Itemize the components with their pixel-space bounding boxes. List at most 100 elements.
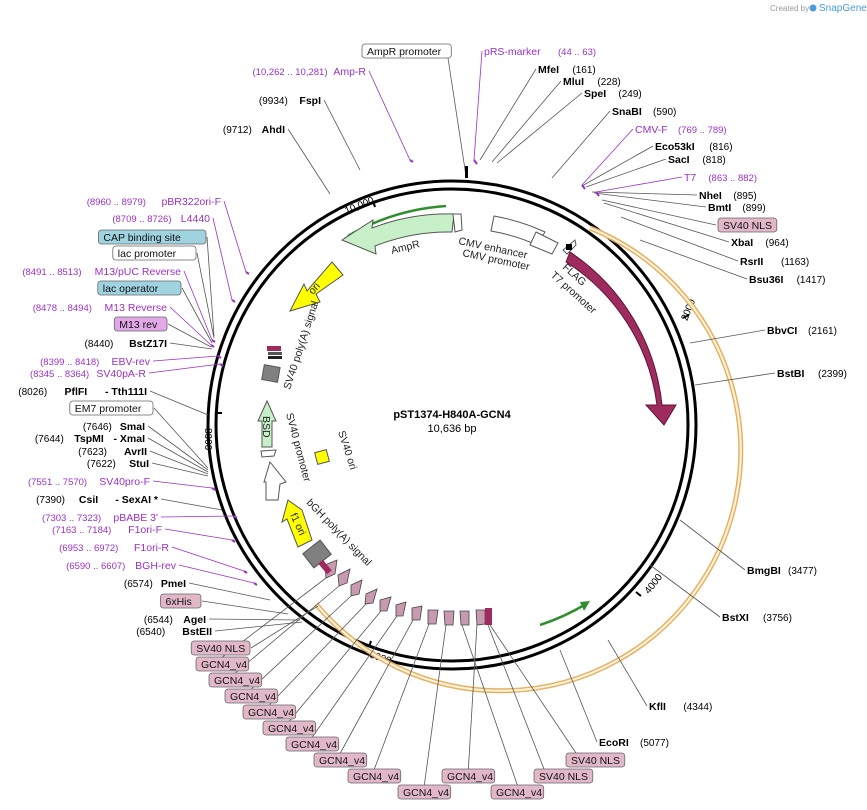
sv40-promoter-shape[interactable] xyxy=(263,460,287,501)
leader-line xyxy=(373,623,430,770)
gcn4-box-text: GCN4_v4 xyxy=(496,787,542,799)
leader-line xyxy=(479,68,537,161)
primer-label: T7 xyxy=(684,172,696,184)
feature-box-27[interactable]: 6xHis xyxy=(160,593,202,609)
leader-line xyxy=(149,450,209,475)
enzyme-label-spei: SpeI xyxy=(584,88,606,100)
gcn4-box[interactable]: GCN4_v4 xyxy=(208,672,263,688)
gcn4-box[interactable]: GCN4_v4 xyxy=(242,704,297,720)
cmv-promoter-shape[interactable] xyxy=(529,231,559,255)
feature-box-30-text: SV40 NLS xyxy=(196,643,245,655)
sv40-polya-shape[interactable] xyxy=(261,364,281,383)
leader-line xyxy=(585,158,667,188)
gcn4-box[interactable]: GCN4_v4 xyxy=(285,736,340,752)
primer-position: (7163 .. 7184) xyxy=(52,525,111,536)
enzyme-label-rsrii: RsrII xyxy=(740,256,763,268)
tick-label-4000: 4000 xyxy=(643,572,666,597)
feature-box-10[interactable]: M13 rev xyxy=(113,316,168,332)
enzyme-position: (3477) xyxy=(788,566,817,577)
enzyme-label-csii: CsiI xyxy=(79,494,98,506)
feature-box-30[interactable]: SV40 NLS xyxy=(190,640,251,656)
bottom-labels: GCN4_v4GCN4_v4GCN4_v4GCN4_v4GCN4_v4GCN4_… xyxy=(195,656,626,800)
enzyme-position: (2161) xyxy=(808,326,837,337)
leader-line xyxy=(269,603,367,706)
ampr-arrow[interactable] xyxy=(340,213,455,255)
sv40-ori-shape[interactable] xyxy=(314,449,330,465)
gcn4-box[interactable]: GCN4_v4 xyxy=(262,720,317,736)
sv40-nls-mark-left xyxy=(318,559,332,575)
leader-line xyxy=(212,217,233,301)
leader-line xyxy=(496,92,583,164)
gcn4-box[interactable]: GCN4_v4 xyxy=(224,688,279,704)
leader-line xyxy=(151,462,209,477)
feature-box-6[interactable]: lac promoter xyxy=(112,245,197,261)
leader-line xyxy=(160,498,223,511)
feature-box-6-text: lac promoter xyxy=(118,248,177,260)
leader-line xyxy=(153,407,209,469)
enzyme-position: (590) xyxy=(653,107,676,118)
leader-line xyxy=(188,582,271,601)
gcn4-box[interactable]: GCN4_v4 xyxy=(195,656,250,672)
gcn4-box[interactable]: GCN4_v4 xyxy=(490,784,545,800)
feature-box-8-text: lac operator xyxy=(103,283,159,295)
snapgene-logo-icon xyxy=(809,4,817,12)
leader-line xyxy=(169,342,213,350)
leader-line xyxy=(447,57,467,177)
gcn4-box[interactable]: GCN4_v4 xyxy=(441,768,496,784)
enzyme-label-agei: AgeI xyxy=(183,614,206,626)
leader-line xyxy=(164,528,233,541)
leader-line xyxy=(183,270,213,341)
enzyme-label-bstz17i: BstZ17I xyxy=(129,338,167,350)
primer-label: SV40pro-F xyxy=(99,476,150,488)
leader-line xyxy=(689,329,766,344)
ori-arrow[interactable] xyxy=(289,261,344,312)
sv40-nls-box-bottom[interactable]: SV40 NLS xyxy=(565,752,626,768)
gcn4-box[interactable]: GCN4_v4 xyxy=(347,768,402,784)
gcn4-arrows[interactable] xyxy=(324,559,486,626)
leader-line xyxy=(620,216,739,262)
primer-label: BGH-rev xyxy=(135,560,177,572)
cas9-arrow[interactable] xyxy=(565,251,677,426)
gcn4-box-text: GCN4_v4 xyxy=(447,771,493,783)
leader-line xyxy=(171,546,245,572)
gcn4-box[interactable]: GCN4_v4 xyxy=(397,784,452,800)
enzyme-label-xbai: XbaI xyxy=(731,237,753,249)
leader-line xyxy=(581,145,654,187)
enzyme-position: (818) xyxy=(702,155,725,166)
f1-ori-arrow[interactable] xyxy=(281,499,313,548)
sv40-nls-box-bottom[interactable]: SV40 NLS xyxy=(533,768,594,784)
ampr-promoter-box[interactable]: AmpR promoter xyxy=(361,43,452,59)
bgh-polya-shape[interactable] xyxy=(302,539,332,569)
leader-line xyxy=(489,624,577,754)
leader-line xyxy=(491,80,562,163)
leader-line xyxy=(694,372,776,386)
bsd-arrow[interactable] xyxy=(257,399,277,448)
leader-line xyxy=(251,595,352,690)
plasmid-name: pST1374-H840A-GCN4 xyxy=(393,409,511,421)
tick-6000 xyxy=(368,640,372,648)
backbone-inner-ring xyxy=(214,187,690,663)
enzyme-position: (2399) xyxy=(818,369,847,380)
leader-line xyxy=(223,200,247,273)
enzyme-label-nhei: NheI xyxy=(699,190,722,202)
feature-box-8[interactable]: lac operator xyxy=(97,280,182,296)
primer-label: L4440 xyxy=(181,213,210,225)
leader-line xyxy=(147,437,209,473)
primer-position: (769 .. 789) xyxy=(678,125,727,136)
enzyme-position: (9934) xyxy=(259,96,288,107)
enzyme-label-bmgbi: BmgBI xyxy=(747,565,781,577)
leader-line xyxy=(581,128,634,186)
gcn4-box-text: GCN4_v4 xyxy=(230,691,276,703)
leader-line xyxy=(178,564,255,584)
gcn4-box[interactable]: GCN4_v4 xyxy=(313,752,368,768)
enzyme-position: (964) xyxy=(765,238,788,249)
flag-shape xyxy=(566,244,572,250)
primer-position: (8478 .. 8494) xyxy=(33,303,92,314)
enzyme-position: (895) xyxy=(733,191,756,202)
feature-box-5[interactable]: CAP binding site xyxy=(98,229,207,245)
sv40-nls-box-right[interactable]: SV40 NLS xyxy=(717,217,778,233)
primer-label: CMV-F xyxy=(635,124,668,136)
feature-box-5-text: CAP binding site xyxy=(103,232,181,244)
feature-box-15[interactable]: EM7 promoter xyxy=(69,400,154,416)
